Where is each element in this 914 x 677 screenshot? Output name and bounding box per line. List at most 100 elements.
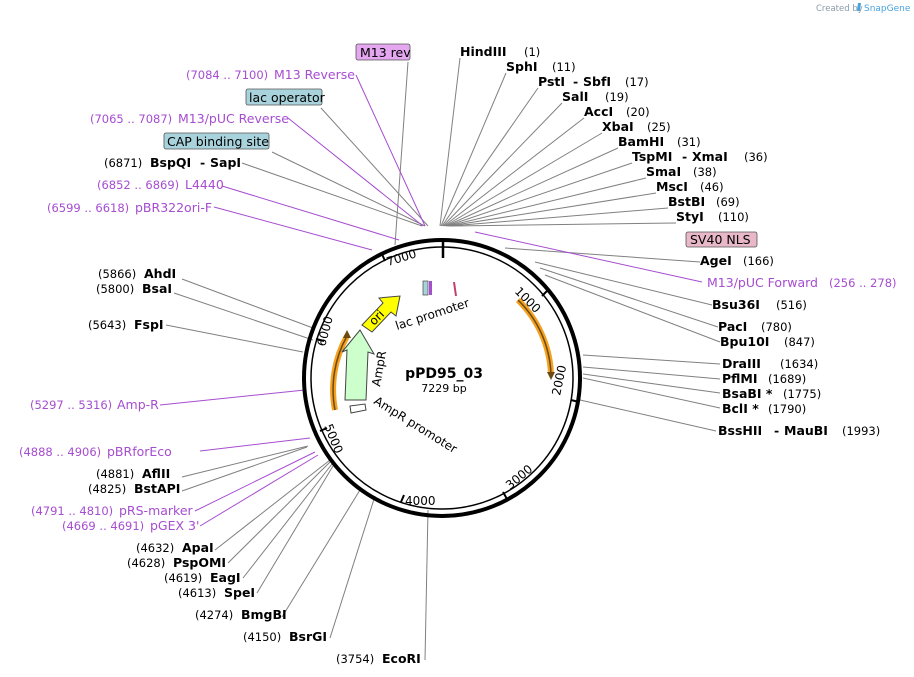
pbrforeco-label[interactable]: pBRforEco	[107, 444, 172, 459]
enzyme-bsu36i[interactable]: Bsu36I	[712, 297, 760, 312]
enzyme-sali[interactable]: SalI	[562, 89, 588, 104]
enzyme-hindiii[interactable]: HindIII	[460, 44, 507, 59]
enzyme-bcli[interactable]: BclI *	[722, 401, 759, 416]
svg-text:(1689): (1689)	[768, 372, 806, 386]
lac-operator-box	[245, 88, 323, 106]
enzyme-tspmi[interactable]: TspMI	[632, 149, 672, 164]
enzyme-bsshii[interactable]: BssHII	[718, 423, 762, 438]
sv40-nls-mark	[453, 281, 457, 297]
svg-text:(4619): (4619)	[164, 571, 202, 585]
primer-leader-lines	[159, 74, 703, 527]
svg-text:(6871): (6871)	[104, 156, 142, 170]
enzyme-ecori[interactable]: EcoRI	[382, 651, 421, 666]
m13-rev-label[interactable]: M13 rev	[360, 45, 411, 60]
svg-text:(36): (36)	[744, 150, 768, 164]
svg-text:-: -	[682, 149, 687, 164]
enzyme-agei[interactable]: AgeI	[700, 253, 732, 268]
sv40-nls-label[interactable]: SV40 NLS	[690, 232, 751, 247]
svg-text:(6852 .. 6869): (6852 .. 6869)	[97, 178, 179, 192]
svg-text:(110): (110)	[718, 210, 749, 224]
pgex-3-label[interactable]: pGEX 3'	[150, 518, 199, 533]
m13-puc-reverse-label[interactable]: M13/pUC Reverse	[178, 111, 289, 126]
svg-text:(4150): (4150)	[243, 630, 281, 644]
svg-text:(1): (1)	[524, 45, 540, 59]
enzyme-bsai[interactable]: BsaI	[142, 281, 172, 296]
ampr-promoter-arrow	[349, 403, 367, 414]
lac-promoter-label: lac promoter	[394, 296, 471, 333]
feature-arc-right-arrowhead	[547, 372, 555, 380]
enzyme-eagi[interactable]: EagI	[210, 570, 241, 585]
m13-rev-box	[355, 43, 411, 61]
enzyme-ahdi[interactable]: AhdI	[144, 266, 176, 281]
ampr-promoter-label: AmpR promoter	[371, 394, 459, 456]
plasmid-size: 7229 bp	[421, 382, 466, 395]
svg-text:(7065 .. 7087): (7065 .. 7087)	[90, 112, 172, 126]
enzyme-bstapi[interactable]: BstAPI	[134, 481, 180, 496]
enzyme-fspi[interactable]: FspI	[134, 317, 164, 332]
svg-text:(31): (31)	[677, 135, 701, 149]
svg-text:(3754): (3754)	[336, 652, 374, 666]
enzyme-sbfi[interactable]: SbfI	[583, 74, 611, 89]
enzyme-paci[interactable]: PacI	[718, 319, 747, 334]
enzyme-xbai[interactable]: XbaI	[602, 119, 634, 134]
svg-text:(69): (69)	[716, 195, 740, 209]
enzyme-acci[interactable]: AccI	[584, 104, 613, 119]
enzyme-aflii[interactable]: AflII	[142, 466, 170, 481]
enzyme-sphi[interactable]: SphI	[506, 59, 538, 74]
feature-arc-right-core	[517, 299, 552, 375]
enzyme-bamhi[interactable]: BamHI	[618, 134, 664, 149]
svg-text:(5297 .. 5316): (5297 .. 5316)	[30, 398, 112, 412]
svg-text:(4888 .. 4906): (4888 .. 4906)	[19, 445, 101, 459]
enzyme-maubi[interactable]: MauBI	[784, 423, 828, 438]
enzyme-psp-omi[interactable]: PspOMI	[173, 555, 226, 570]
credit-text: Created by	[816, 4, 863, 14]
cap-binding-site-box	[163, 132, 270, 150]
snapgene-logo-icon	[857, 3, 861, 11]
svg-text:(1775): (1775)	[783, 387, 821, 401]
plasmid-name: pPD95_03	[405, 366, 483, 382]
svg-text:(20): (20)	[626, 105, 650, 119]
enzyme-pflmi[interactable]: PflMI	[722, 371, 758, 386]
enzyme-bstbi[interactable]: BstBI	[668, 194, 705, 209]
svg-text:(1993): (1993)	[842, 424, 880, 438]
feature-arc-left-arrowhead	[343, 330, 351, 338]
enzyme-draiii[interactable]: DraIII	[722, 356, 761, 371]
amp-r-label[interactable]: Amp-R	[117, 397, 159, 412]
enzyme-spei[interactable]: SpeI	[224, 585, 255, 600]
svg-text:(5643): (5643)	[88, 318, 126, 332]
svg-text:(11): (11)	[552, 60, 576, 74]
svg-text:(4274): (4274)	[195, 608, 233, 622]
cap-binding-site-label[interactable]: CAP binding site	[167, 134, 269, 149]
enzyme-apai[interactable]: ApaI	[182, 540, 214, 555]
right-enzyme-labels: HindIII (1) SphI (11) PstI - SbfI (17) S…	[460, 44, 880, 438]
ampr-arrow	[341, 329, 376, 401]
enzyme-styi[interactable]: StyI	[676, 209, 704, 224]
enzyme-bspqi[interactable]: BspQI	[150, 155, 191, 170]
svg-text:(17): (17)	[625, 75, 649, 89]
sv40-nls-box	[685, 231, 758, 248]
lac-operator-label[interactable]: lac operator	[249, 90, 326, 105]
l4440-label[interactable]: L4440	[185, 177, 224, 192]
svg-text:(7084 .. 7100): (7084 .. 7100)	[186, 68, 268, 82]
enzyme-psti[interactable]: PstI	[538, 74, 565, 89]
pbr322ori-f-label[interactable]: pBR322ori-F	[135, 200, 212, 215]
enzyme-smai[interactable]: SmaI	[646, 164, 681, 179]
m13-puc-forward-label[interactable]: M13/pUC Forward	[707, 275, 818, 290]
enzyme-sapi[interactable]: SapI	[210, 155, 241, 170]
enzyme-bmgbi[interactable]: BmgBI	[241, 607, 287, 622]
svg-text:(516): (516)	[776, 298, 807, 312]
enzyme-msci[interactable]: MscI	[656, 179, 688, 194]
svg-text:-: -	[200, 155, 205, 170]
svg-text:(46): (46)	[700, 180, 724, 194]
enzyme-bsrgi[interactable]: BsrGI	[289, 629, 327, 644]
svg-text:(4669 .. 4691): (4669 .. 4691)	[62, 519, 144, 533]
ori-arrow	[361, 295, 401, 333]
ruler-tick-marks	[315, 253, 580, 503]
enzyme-bpu10i[interactable]: Bpu10I	[720, 334, 769, 349]
svg-text:(38): (38)	[693, 165, 717, 179]
enzyme-xmai[interactable]: XmaI	[692, 149, 728, 164]
m13-reverse-label[interactable]: M13 Reverse	[274, 67, 355, 82]
prs-marker-label[interactable]: pRS-marker	[119, 503, 194, 518]
enzyme-bsabi[interactable]: BsaBI *	[722, 386, 773, 401]
